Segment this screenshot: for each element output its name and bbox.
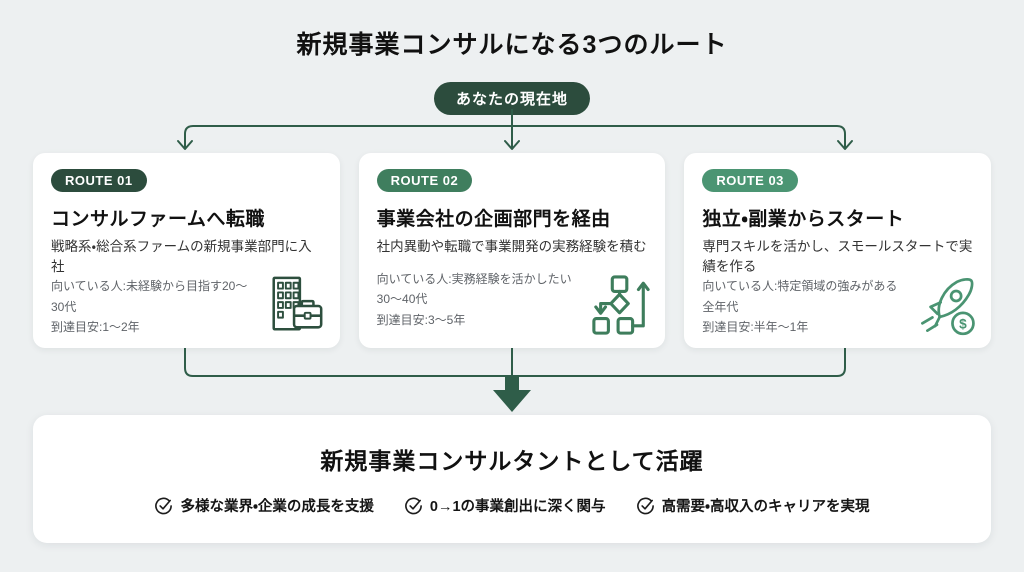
svg-text:$: $ <box>959 316 967 331</box>
route-1-goal: 到達目安:1〜2年 <box>51 319 140 334</box>
bottom-merge-connector <box>184 348 846 412</box>
route-1-details: 向いている人:未経験から目指す20〜30代 到達目安:1〜2年 <box>51 276 322 339</box>
route-3-details: 向いている人:特定領域の強みがある全年代 到達目安:半年〜1年 <box>702 276 973 339</box>
benefit-2-label: 0→1の事業創出に深く関与 <box>429 499 606 515</box>
route-3-goal: 到達目安:半年〜1年 <box>702 319 809 334</box>
big-arrow-down-icon <box>493 376 531 412</box>
outcome-title: 新規事業コンサルタントとして活躍 <box>320 448 704 474</box>
route-1-subtitle: 戦略系・総合系ファームの新規事業部門に入社 <box>51 239 312 274</box>
route-3-subtitle: 専門スキルを活かし、スモールスタートで実績を作る <box>702 239 973 274</box>
route-card-2: ROUTE 02 事業会社の企画部門を経由 社内異動や転職で事業開発の実務経験を… <box>358 153 666 348</box>
route-card-1: ROUTE 01 コンサルファームへ転職 戦略系・総合系ファームの新規事業部門に… <box>33 153 340 348</box>
route-2-badge: ROUTE 02 <box>376 169 473 192</box>
check-circle-icon <box>405 497 422 515</box>
arrow-down-icon <box>504 140 520 150</box>
benefit-1-label: 多様な業界・企業の成長を支援 <box>180 499 374 515</box>
route-2-title: 事業会社の企画部門を経由 <box>376 209 611 230</box>
route-2-details: 向いている人:実務経験を活かしたい30〜40代 到達目安:3〜5年 <box>377 269 648 332</box>
route-3-title: 独立・副業からスタート <box>702 209 905 230</box>
flowchart-icon <box>592 275 651 335</box>
route-1-fit: 向いている人:未経験から目指す20〜30代 <box>51 279 248 314</box>
route-1-badge: ROUTE 01 <box>51 169 147 192</box>
arrow-down-icon <box>837 140 853 150</box>
benefit-item-1: 多様な業界・企業の成長を支援 <box>154 495 374 516</box>
page-title: 新規事業コンサルになる3つのルート <box>296 31 728 59</box>
route-1-title: コンサルファームへ転職 <box>51 209 265 230</box>
arrow-down-icon <box>177 140 193 150</box>
route-2-fit: 向いている人:実務経験を活かしたい30〜40代 <box>376 271 572 307</box>
check-circle-icon <box>155 497 173 515</box>
route-card-3: ROUTE 03 独立・副業からスタート 専門スキルを活かし、スモールスタートで… <box>684 153 992 348</box>
route-2-goal: 到達目安:3〜5年 <box>376 312 466 327</box>
check-circle-icon <box>636 497 654 515</box>
outcome-panel: 新規事業コンサルタントとして活躍 多様な業界・企業の成長を支援 <box>33 415 991 543</box>
benefit-item-3: 高需要・高収入のキャリアを実現 <box>636 495 870 516</box>
office-building-briefcase-icon <box>272 276 323 331</box>
rocket-coin-icon: $ <box>921 278 975 336</box>
route-cards-row: ROUTE 01 コンサルファームへ転職 戦略系・総合系ファームの新規事業部門に… <box>33 153 992 348</box>
benefit-3-label: 高需要・高収入のキャリアを実現 <box>661 499 870 515</box>
route-3-fit: 向いている人:特定領域の強みがある全年代 <box>702 279 898 314</box>
route-2-subtitle: 社内異動や転職で事業開発の実務経験を積む <box>376 239 647 254</box>
top-branch-connector <box>177 109 853 150</box>
benefit-item-2: 0→1の事業創出に深く関与 <box>404 495 606 516</box>
route-3-badge: ROUTE 03 <box>702 169 798 192</box>
benefits-row: 多様な業界・企業の成長を支援 0→1の事業創出に深く関与 <box>33 495 991 516</box>
